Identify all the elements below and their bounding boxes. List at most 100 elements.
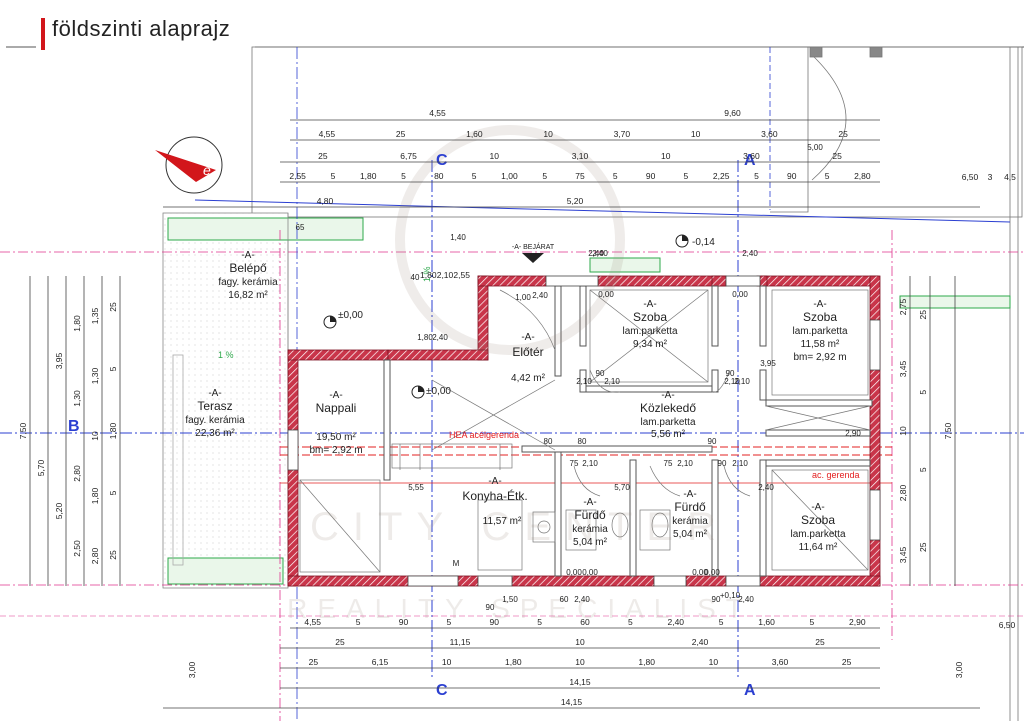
dimension-label: 5 (446, 617, 451, 627)
dimension-label: 10 (90, 431, 100, 441)
opening-dimension-label: 5,00 (807, 143, 823, 152)
opening-dimension-label: 2,40 (588, 249, 604, 258)
dimension-label: 2,25 (713, 171, 730, 181)
dimension-label: 10 (490, 151, 500, 161)
dimension-label: 5 (401, 171, 406, 181)
dimension-label: 5 (537, 617, 542, 627)
room-belepo: -A- Belépő fagy. kerámia 16,82 m² (218, 250, 278, 301)
opening-dimension-label: 0,00 (732, 290, 748, 299)
beam-label-hea: HEA acélgerenda (449, 430, 519, 440)
dimension-label: 80 (434, 171, 444, 181)
dimension-label: 6,75 (400, 151, 417, 161)
dimension-label: 5 (542, 171, 547, 181)
room-name: Fürdő (574, 508, 606, 522)
dimension-label: 5 (918, 390, 928, 395)
opening-dimension-label: +0,10 (720, 591, 741, 600)
dimension-label: 4,55 (319, 129, 336, 139)
room-eloter: -A- Előtér 4,42 m² (511, 332, 546, 384)
room-tag: -A- (241, 250, 254, 261)
opening-dimension-label: 2,10 (724, 377, 740, 386)
dimension-lines (29, 119, 980, 709)
room-tag: -A- (811, 502, 824, 513)
room-material: lam.parketta (622, 326, 677, 337)
room-name: Szoba (633, 310, 667, 324)
room-kozlekedo: -A- Közlekedő lam.parketta 5,56 m² (640, 390, 696, 440)
dimension-label: 3,45 (898, 360, 908, 377)
section-label-a-bottom: A (744, 682, 756, 699)
dimension-label: 1,80 (108, 422, 118, 439)
room-name: Szoba (803, 310, 837, 324)
dimension-label: 3 (988, 172, 993, 182)
dimension-label: 10 (543, 129, 553, 139)
opening-dimension-label: 2,40 (574, 595, 590, 604)
axis-label-b: B (68, 418, 80, 435)
dimension-label: 2,40 (692, 637, 709, 647)
room-furdo-1: -A- Fürdő kerámia 5,04 m² (572, 497, 608, 548)
dimension-label: 25 (309, 657, 319, 667)
opening-dimension-label: 80 (544, 437, 553, 446)
room-material: kerámia (572, 524, 608, 535)
dimension-label: 9,60 (724, 108, 741, 118)
dimension-label: 5 (472, 171, 477, 181)
annotations: -A- BEJÁRAT -0,14 ±0,00 ±0,00 HEA acélge… (68, 152, 860, 699)
dimension-label: 1,80 (72, 315, 82, 332)
room-tag: -A- (813, 299, 826, 310)
level-label: -0,14 (692, 237, 715, 248)
dimension-label: 10 (709, 657, 719, 667)
room-material: fagy. kerámia (218, 277, 278, 288)
dimension-label: 4,5 (1004, 172, 1016, 182)
opening-dimension-label: 0,00 (598, 290, 614, 299)
dimension-label: 5,70 (36, 459, 46, 476)
dimension-label: 4,55 (429, 108, 446, 118)
room-tag: -A- (329, 390, 342, 401)
dimension-label: 25 (108, 550, 118, 560)
watermark: CITY CENTER REALITY SPECIALIST (287, 125, 743, 624)
opening-dimension-label: 0,00 (582, 568, 598, 577)
dimension-label: 90 (489, 617, 499, 627)
room-area: 5,04 m² (673, 529, 708, 540)
watermark-line1: CITY CENTER (310, 505, 730, 549)
dimension-label: 2,80 (72, 465, 82, 482)
room-tag: -A- (488, 476, 501, 487)
room-height: bm= 2,92 m (309, 445, 362, 456)
opening-dimension-label: 2,10 (734, 377, 750, 386)
plan-title: földszinti alaprajz (52, 16, 231, 41)
opening-dimension-label: 90 (718, 459, 727, 468)
opening-dimension-label: 40 (411, 273, 420, 282)
opening-dimension-label: 1,40 (450, 233, 466, 242)
room-name: Közlekedő (640, 401, 696, 415)
opening-dimension-label: 5,55 (408, 483, 424, 492)
opening-dimension-label: 2,40 (592, 249, 608, 258)
room-material: fagy. kerámia (185, 415, 245, 426)
room-tag: -A- (583, 497, 596, 508)
room-tag: -A- (521, 332, 534, 343)
opening-dimension-label: 1,80 (417, 333, 433, 342)
room-labels: -A- Belépő fagy. kerámia 16,82 m² -A- Te… (185, 250, 848, 553)
opening-dimension-label: 3,95 (760, 359, 776, 368)
room-area: 11,64 m² (799, 542, 838, 553)
north-arrow-icon: é (155, 136, 223, 194)
steel-beams (280, 446, 892, 484)
dimension-label: 14,15 (561, 697, 583, 707)
room-material: lam.parketta (792, 326, 847, 337)
dimension-label: 3,70 (614, 129, 631, 139)
dimension-label: 90 (646, 171, 656, 181)
dimension-label: 3,60 (761, 129, 778, 139)
room-area: 19,50 m² (316, 432, 356, 443)
level-marker-entrance: -0,14 (675, 234, 715, 248)
fixtures (299, 289, 871, 573)
room-name: Konyha-Étk. (462, 488, 527, 503)
room-name: Terasz (197, 399, 232, 413)
level-marker-nappali: ±0,00 (411, 385, 451, 399)
site-outline (251, 46, 1023, 721)
dimension-label: 5 (331, 171, 336, 181)
dimension-label: 5 (356, 617, 361, 627)
dimension-label: 2,90 (849, 617, 866, 627)
dimension-label: 5,20 (567, 196, 584, 206)
opening-dimension-label: 2,10 (582, 459, 598, 468)
dimension-label: 2,80 (854, 171, 871, 181)
dimension-label: 5 (918, 467, 928, 472)
dimension-label: 2,55 (289, 171, 306, 181)
section-label-a-top: A (744, 152, 756, 169)
